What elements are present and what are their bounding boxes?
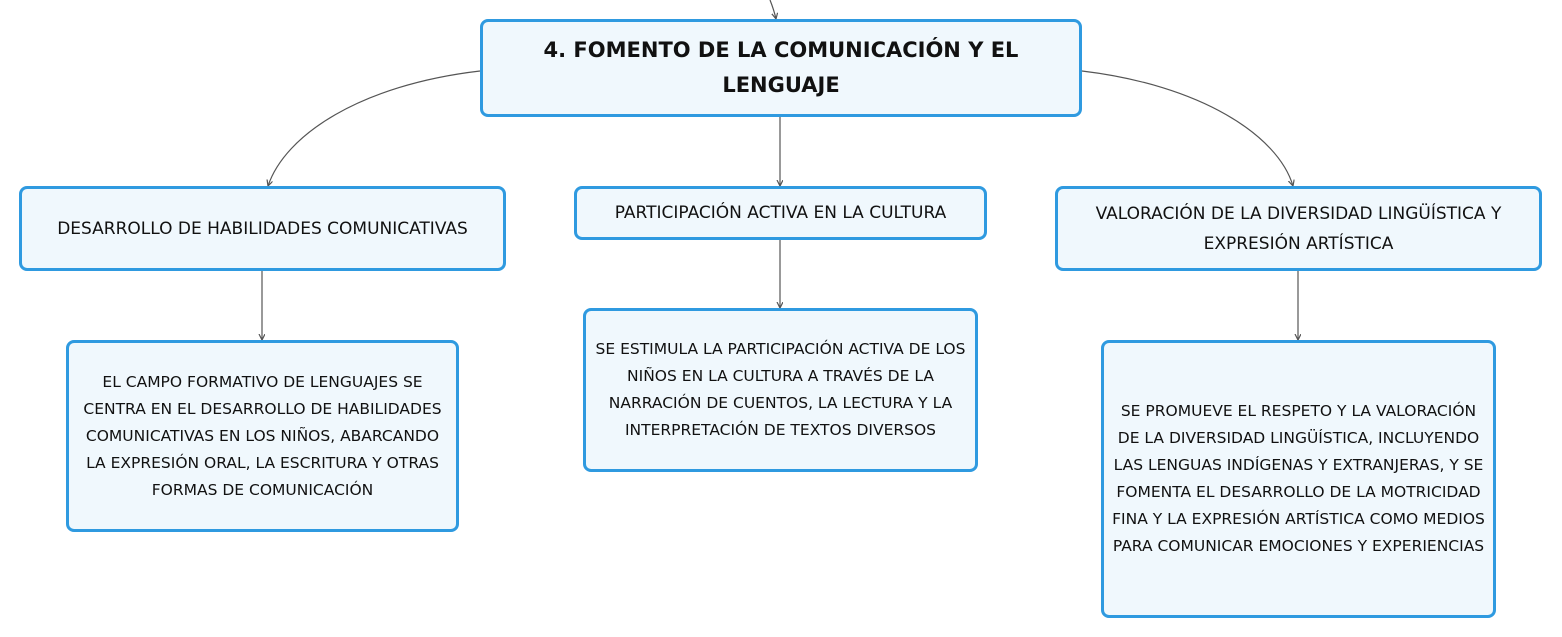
leaf-node-communicative-skills[interactable]: EL CAMPO FORMATIVO DE LENGUAJES SE CENTR… [66, 340, 459, 532]
connector-root-to-branch-1 [268, 70, 481, 186]
connector-root-to-branch-3 [1081, 70, 1293, 186]
branch-node-label: PARTICIPACIÓN ACTIVA EN LA CULTURA [614, 203, 947, 223]
leaf-node-text: SE PROMUEVE EL RESPETO Y LA VALORACIÓN D… [1112, 402, 1485, 555]
branch-node-communicative-skills[interactable]: DESARROLLO DE HABILIDADES COMUNICATIVAS [19, 186, 506, 271]
leaf-node-text: EL CAMPO FORMATIVO DE LENGUAJES SE CENTR… [83, 372, 442, 499]
leaf-node-text: SE ESTIMULA LA PARTICIPACIÓN ACTIVA DE L… [595, 340, 966, 439]
root-node-label: 4. FOMENTO DE LA COMUNICACIÓN Y EL LENGU… [543, 38, 1019, 97]
branch-node-label: DESARROLLO DE HABILIDADES COMUNICATIVAS [57, 218, 468, 239]
root-node[interactable]: 4. FOMENTO DE LA COMUNICACIÓN Y EL LENGU… [480, 19, 1082, 117]
branch-node-linguistic-diversity[interactable]: VALORACIÓN DE LA DIVERSIDAD LINGÜÍSTICA … [1055, 186, 1542, 271]
branch-node-label: VALORACIÓN DE LA DIVERSIDAD LINGÜÍSTICA … [1095, 203, 1502, 254]
branch-node-cultural-participation[interactable]: PARTICIPACIÓN ACTIVA EN LA CULTURA [574, 186, 987, 240]
connector-parent-to-root [769, 0, 776, 19]
leaf-node-cultural-participation[interactable]: SE ESTIMULA LA PARTICIPACIÓN ACTIVA DE L… [583, 308, 978, 472]
leaf-node-linguistic-diversity[interactable]: SE PROMUEVE EL RESPETO Y LA VALORACIÓN D… [1101, 340, 1496, 618]
